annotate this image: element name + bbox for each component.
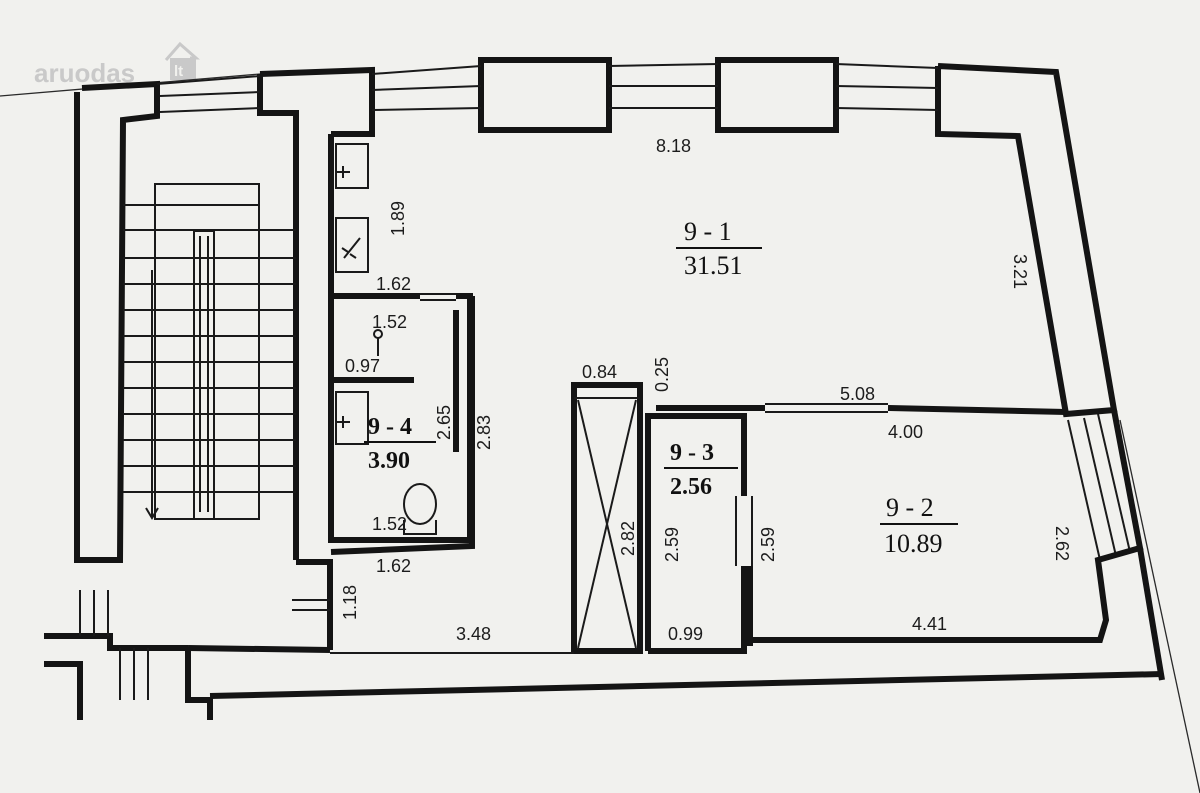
reference-line xyxy=(1119,419,1200,793)
fixtures xyxy=(335,143,437,535)
interior-walls xyxy=(328,134,1067,654)
room-id: 9 - 2 xyxy=(886,493,934,522)
watermark-text: aruodas xyxy=(34,58,135,88)
dim-room3-right: 2.59 xyxy=(758,527,778,562)
dim-top-wall: 8.18 xyxy=(656,136,691,156)
room-area: 3.90 xyxy=(368,448,410,474)
dim-wc-top: 1.52 xyxy=(372,312,407,332)
house-icon xyxy=(164,41,200,61)
dim-room3-bottom: 0.99 xyxy=(668,624,703,644)
dim-shaft-height: 2.82 xyxy=(618,521,638,556)
stair-arrow-icon xyxy=(145,507,159,520)
room-id: 9 - 3 xyxy=(670,440,714,466)
toilet-icon xyxy=(403,483,437,525)
dim-shaft-gap: 0.25 xyxy=(652,357,672,392)
exterior-wall-bottom xyxy=(44,590,1163,720)
dim-hall-length: 3.48 xyxy=(456,624,491,644)
valve-icon xyxy=(341,237,361,259)
entry-landing xyxy=(292,559,333,650)
room-area: 10.89 xyxy=(884,529,943,558)
shower-icon xyxy=(335,391,369,445)
cabinet-icon xyxy=(335,143,369,189)
dim-room2-top: 4.00 xyxy=(888,422,923,442)
dim-room2-right: 2.62 xyxy=(1052,526,1072,561)
dim-closet-height: 1.89 xyxy=(388,201,408,236)
boiler-icon xyxy=(335,217,369,273)
dim-room3-left: 2.59 xyxy=(662,527,682,562)
room-id: 9 - 1 xyxy=(684,217,732,246)
dim-bath-bottom-inner: 1.52 xyxy=(372,514,407,534)
dim-entry-depth: 1.18 xyxy=(340,585,360,620)
room-area: 2.56 xyxy=(670,474,712,500)
room-9-4-label: 9 - 4 3.90 xyxy=(364,414,436,474)
watermark-logo: aruodas lt xyxy=(34,41,200,88)
dim-bath-bottom-outer: 1.62 xyxy=(376,556,411,576)
staircase xyxy=(123,183,296,520)
dim-room2-bottom: 4.41 xyxy=(912,614,947,634)
room-9-2-label: 9 - 2 10.89 xyxy=(880,493,958,558)
dim-shaft-top: 0.84 xyxy=(582,362,617,382)
room-area: 31.51 xyxy=(684,251,743,280)
room-id: 9 - 4 xyxy=(368,414,412,440)
dim-bath-inner-height: 2.65 xyxy=(434,405,454,440)
dim-wc-small: 0.97 xyxy=(345,356,380,376)
room-9-3-label: 9 - 3 2.56 xyxy=(664,440,738,500)
watermark-suffix: lt xyxy=(174,63,183,80)
dim-partition-length: 5.08 xyxy=(840,384,875,404)
dimensions: 8.18 3.21 1.89 1.62 1.52 0.97 2.65 2.83 … xyxy=(340,136,1072,644)
room-9-1-label: 9 - 1 31.51 xyxy=(676,217,762,280)
watermark-badge xyxy=(170,58,196,80)
exterior-wall-right xyxy=(750,409,1165,681)
dim-bath-outer-height: 2.83 xyxy=(474,415,494,450)
dim-right-wall: 3.21 xyxy=(1010,254,1030,289)
dim-closet-width: 1.62 xyxy=(376,274,411,294)
